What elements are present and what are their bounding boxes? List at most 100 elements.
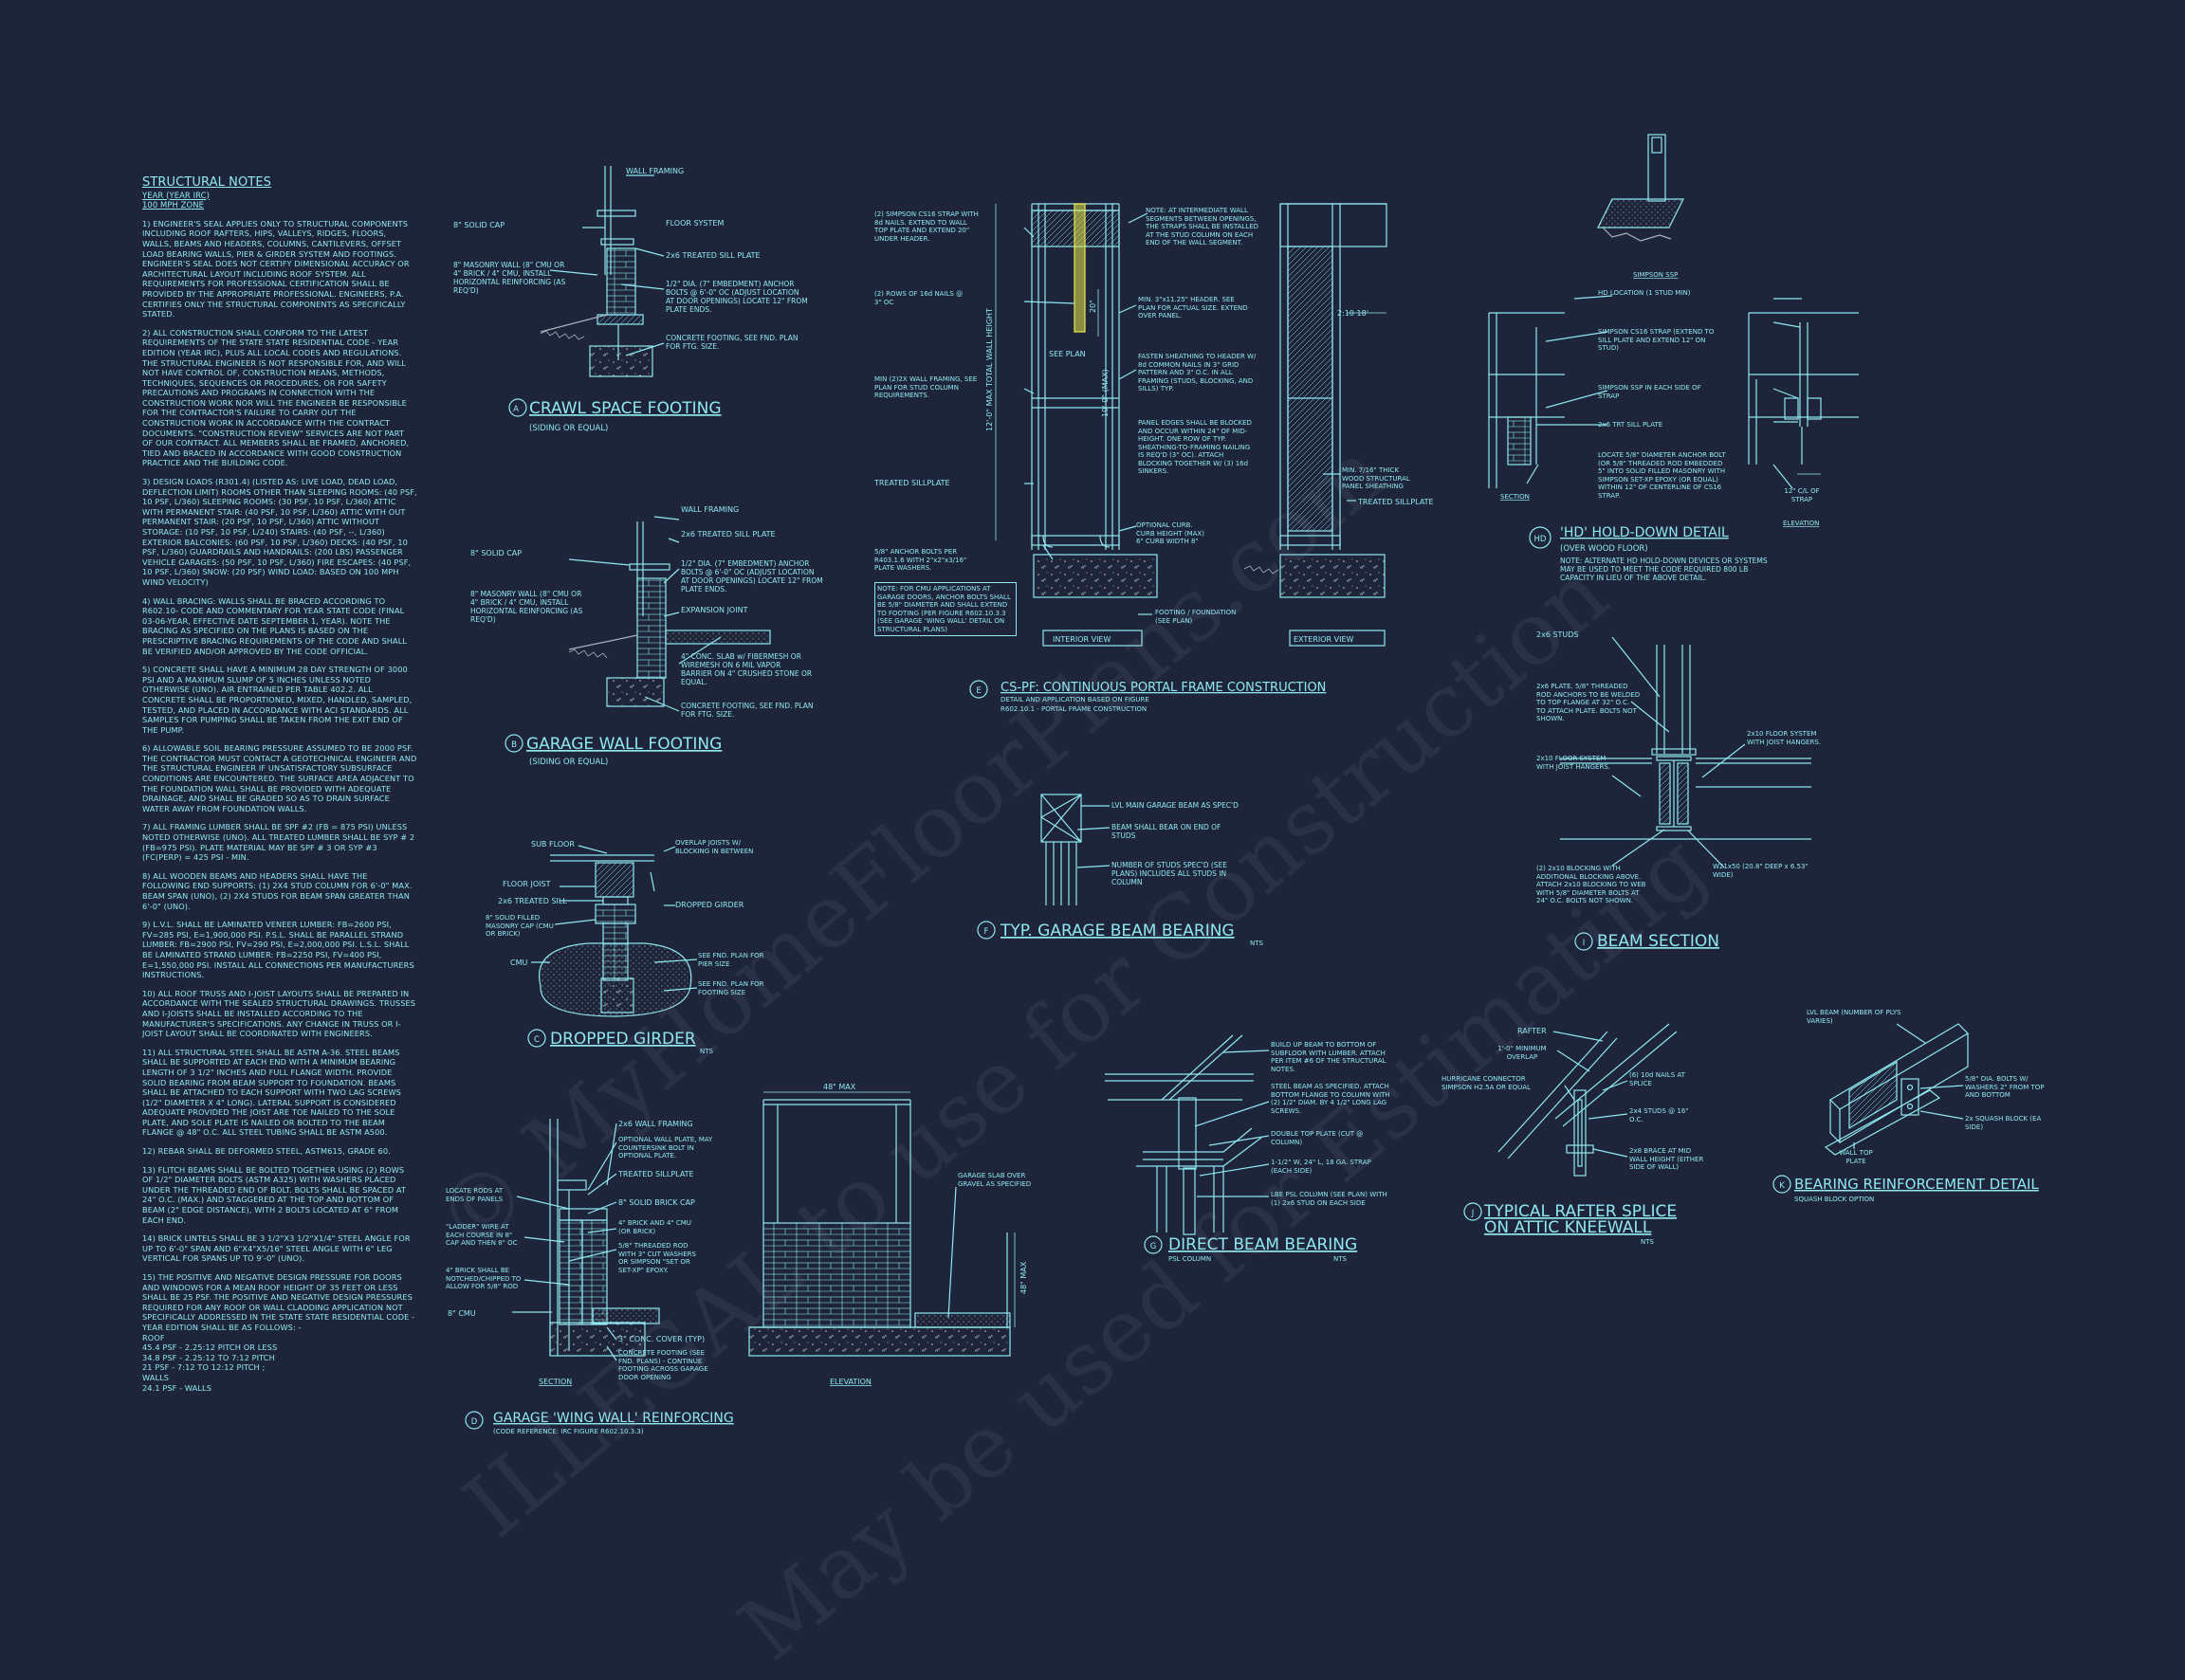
detail-d-label: 5/8" THREADED ROD WITH 3" CUT WASHERS OR… xyxy=(618,1242,696,1274)
note-13: 13) FLITCH BEAMS SHALL BE BOLTED TOGETHE… xyxy=(142,1164,407,1225)
detail-f-marker: F xyxy=(984,927,989,937)
labels-a: A CRAWL SPACE FOOTING (SIDING OR EQUAL) … xyxy=(453,167,808,433)
detail-j-label: (6) 10d NAILS AT SPLICE xyxy=(1629,1071,1685,1087)
detail-b-label: 8" SOLID CAP xyxy=(470,549,522,557)
detail-d-label: LOCATE RODS AT ENDS OF PANELS xyxy=(446,1187,504,1203)
note-6: 6) ALLOWABLE SOIL BEARING PRESSURE ASSUM… xyxy=(142,743,417,813)
detail-b-label: CONCRETE FOOTING, SEE FND. PLAN FOR FTG.… xyxy=(681,702,814,719)
detail-hd-label: SIMPSON SSP xyxy=(1633,271,1678,279)
detail-hd-title: 'HD' HOLD-DOWN DETAIL xyxy=(1560,525,1729,540)
detail-k-label: 5/8" DIA. BOLTS W/ WASHERS 2" FROM TOP A… xyxy=(1965,1075,2045,1099)
detail-hd-label: HD LOCATION (1 STUD MIN) xyxy=(1598,289,1691,297)
detail-g-label: LBE PSL COLUMN (SEE PLAN) WITH (1) 2x6 S… xyxy=(1271,1191,1387,1207)
detail-c-label: DROPPED GIRDER xyxy=(675,901,744,909)
detail-a-label: WALL FRAMING xyxy=(626,167,684,175)
detail-e-subtitle: DETAIL AND APPLICATION BASED ON FIGURE xyxy=(1001,696,1149,703)
detail-d-label: "LADDER" WIRE AT EACH COURSE IN 8" CAP A… xyxy=(446,1223,518,1247)
detail-g-nts: NTS xyxy=(1333,1255,1348,1263)
detail-c-label: OVERLAP JOISTS W/ BLOCKING IN BETWEEN xyxy=(675,839,754,855)
detail-b-garage-wall-footing xyxy=(505,516,771,753)
list-item: 34.8 PSF - 2.25:12 TO 7:12 PITCH xyxy=(142,1352,275,1362)
labels-i: I BEAM SECTION 2x6 STUDS 2x6 PLATE. 5/8"… xyxy=(1536,630,1822,951)
detail-e-exterior-label: EXTERIOR VIEW xyxy=(1294,635,1354,644)
detail-hd-marker: HD xyxy=(1534,535,1547,544)
detail-d-label: OPTIONAL WALL PLATE, MAY COUNTERSINK BOL… xyxy=(618,1136,713,1160)
detail-k-marker: K xyxy=(1779,1181,1785,1191)
detail-i-label: 2x6 STUDS xyxy=(1536,630,1579,639)
note-10: 10) ALL ROOF TRUSS AND I-JOIST LAYOUTS S… xyxy=(142,988,416,1039)
detail-g-label: BUILD UP BEAM TO BOTTOM OF SUBFLOOR WITH… xyxy=(1271,1041,1386,1073)
detail-d-subtitle: (CODE REFERENCE: IRC FIGURE R602.10.3.3) xyxy=(493,1428,644,1435)
detail-j-label: RAFTER xyxy=(1517,1027,1547,1035)
detail-d-dim-top: 48" MAX xyxy=(823,1083,856,1091)
detail-e-label: (2) SIMPSON CS16 STRAP WITH 8d NAILS. EX… xyxy=(874,210,979,243)
detail-g-marker: G xyxy=(1150,1242,1157,1251)
detail-hd-label: 12" C/L OF STRAP xyxy=(1784,487,1820,503)
detail-hd-hold-down xyxy=(1488,134,1859,549)
detail-a-label: 8" MASONRY WALL (8" CMU OR 4" BRICK / 4"… xyxy=(453,261,566,295)
list-head-roof: ROOF xyxy=(142,1332,165,1342)
detail-g-label: DOUBLE TOP PLATE (CUT @ COLUMN) xyxy=(1271,1130,1364,1146)
detail-a-marker: A xyxy=(513,405,519,414)
detail-j-label: 2x4 STUDS @ 16" O.C. xyxy=(1629,1107,1689,1123)
detail-e-label: NOTE: AT INTERMEDIATE WALL SEGMENTS BETW… xyxy=(1146,207,1259,247)
detail-k-label: LVL BEAM (NUMBER OF PLYS VARIES) xyxy=(1807,1009,1901,1025)
detail-b-label: 2x6 TREATED SILL PLATE xyxy=(681,530,776,539)
detail-d-label: 4" BRICK SHALL BE NOTCHED/CHIPPED TO ALL… xyxy=(446,1267,522,1290)
detail-i-label: 2x10 FLOOR SYSTEM WITH JOIST HANGERS. xyxy=(1536,755,1611,771)
note-15: 15) THE POSITIVE AND NEGATIVE DESIGN PRE… xyxy=(142,1272,415,1332)
labels-c: C DROPPED GIRDER NTS SUB FLOOR OVERLAP J… xyxy=(486,839,764,1055)
detail-e-dim: 12'-0" MAX TOTAL WALL HEIGHT xyxy=(985,308,994,431)
detail-d-label: 8" CMU xyxy=(448,1309,476,1318)
detail-d-section-label: SECTION xyxy=(539,1378,572,1386)
detail-e-label: (2) ROWS OF 16d NAILS @ 3" OC xyxy=(874,290,964,306)
notes-title: STRUCTURAL NOTES xyxy=(142,175,272,190)
detail-hd-label: 2x6 TRT SILL PLATE xyxy=(1598,421,1662,429)
detail-a-label: 8" SOLID CAP xyxy=(453,221,505,229)
detail-e-label: PANEL EDGES SHALL BE BLOCKED AND OCCUR W… xyxy=(1138,419,1252,475)
detail-d-label: 8" SOLID BRICK CAP xyxy=(618,1198,695,1207)
detail-e-marker: E xyxy=(976,686,981,696)
detail-f-label: BEAM SHALL BEAR ON END OF STUDS xyxy=(1111,823,1221,840)
labels-k: K BEARING REINFORCEMENT DETAIL SQUASH BL… xyxy=(1779,1009,2045,1203)
note-4: 4) WALL BRACING: WALLS SHALL BE BRACED A… xyxy=(142,595,408,656)
detail-a-title: CRAWL SPACE FOOTING xyxy=(529,399,722,418)
detail-j-title-2: ON ATTIC KNEEWALL xyxy=(1484,1218,1652,1237)
labels-hd: HD 'HD' HOLD-DOWN DETAIL (OVER WOOD FLOO… xyxy=(1500,271,1820,582)
detail-f-garage-beam-bearing xyxy=(977,794,1111,940)
detail-c-dropped-girder xyxy=(527,845,698,1048)
detail-d-label: 2x6 WALL FRAMING xyxy=(618,1120,693,1128)
detail-e-label: SEE PLAN xyxy=(1049,350,1086,358)
detail-e-label: MIN. 7/16" THICK WOOD STRUCTURAL PANEL S… xyxy=(1342,466,1410,490)
detail-hd-note: NOTE: ALTERNATE HD HOLD-DOWN DEVICES OR … xyxy=(1560,557,1768,582)
detail-i-marker: I xyxy=(1583,939,1586,948)
detail-k-label: 2x SQUASH BLOCK (EA SIDE) xyxy=(1965,1115,2042,1131)
list-item: 24.1 PSF - WALLS xyxy=(142,1382,212,1393)
detail-hd-label: SIMPSON SSP IN EACH SIDE OF STRAP xyxy=(1598,384,1701,400)
detail-j-label: 2x8 BRACE AT MID WALL HEIGHT (EITHER SID… xyxy=(1629,1147,1704,1171)
labels-f: F TYP. GARAGE BEAM BEARING NTS LVL MAIN … xyxy=(984,801,1264,947)
detail-k-label: WALL TOP PLATE xyxy=(1839,1149,1873,1165)
detail-hd-subtitle: (OVER WOOD FLOOR) xyxy=(1560,544,1648,554)
detail-d-label: GARAGE SLAB OVER GRAVEL AS SPECIFIED xyxy=(958,1172,1032,1188)
detail-d-label: 4" BRICK AND 4" CMU (OR BRICK) xyxy=(618,1219,691,1235)
detail-i-label: 2x6 PLATE. 5/8" THREADED ROD ANCHORS TO … xyxy=(1536,683,1641,722)
detail-b-label: 8" MASONRY WALL (8" CMU OR 4" BRICK / 4"… xyxy=(470,590,583,624)
detail-b-subtitle: (SIDING OR EQUAL) xyxy=(529,758,608,767)
note-12: 12) REBAR SHALL BE DEFORMED STEEL, ASTM6… xyxy=(142,1146,391,1157)
labels-g: G DIRECT BEAM BEARING PSL COLUMN NTS BUI… xyxy=(1150,1041,1390,1263)
detail-g-subtitle: PSL COLUMN xyxy=(1168,1255,1211,1263)
detail-j-marker: J xyxy=(1471,1209,1475,1218)
note-9: 9) L.V.L. SHALL BE LAMINATED VENEER LUMB… xyxy=(142,920,414,980)
detail-e-label: TREATED SILLPLATE xyxy=(1357,498,1434,506)
detail-c-label: 8" SOLID FILLED MASONRY CAP (CMU OR BRIC… xyxy=(486,914,554,938)
note-2: 2) ALL CONSTRUCTION SHALL CONFORM TO THE… xyxy=(142,327,410,468)
detail-d-elevation-label: ELEVATION xyxy=(830,1378,872,1386)
note-14: 14) BRICK LINTELS SHALL BE 3 1/2"x3 1/2"… xyxy=(142,1233,411,1264)
detail-c-label: CMU xyxy=(510,959,527,967)
notes-wind-zone: 100 mph ZONE xyxy=(142,200,204,210)
detail-k-title: BEARING REINFORCEMENT DETAIL xyxy=(1794,1176,2039,1193)
detail-g-title: DIRECT BEAM BEARING xyxy=(1168,1235,1357,1254)
detail-c-title: DROPPED GIRDER xyxy=(550,1030,696,1049)
detail-i-label: 2x10 FLOOR SYSTEM WITH JOIST HANGERS. xyxy=(1747,730,1822,746)
